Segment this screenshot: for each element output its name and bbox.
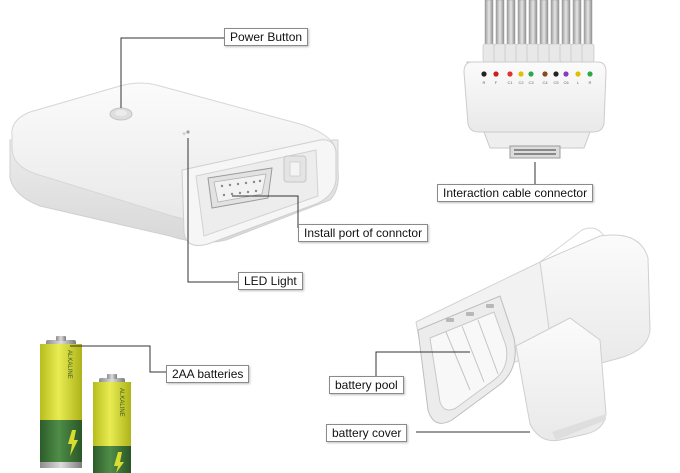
aa-batteries: ALKALINE ALKALINE bbox=[40, 336, 131, 473]
connector-pin-label: C3 bbox=[528, 80, 534, 85]
cable-connector: R F C1 C2 C3 C4 C5 C6 L R bbox=[463, 0, 607, 159]
connector-pin-label: C5 bbox=[553, 80, 559, 85]
svg-text:+: + bbox=[182, 131, 186, 138]
connector-pin-label: C6 bbox=[563, 80, 569, 85]
battery-2: ALKALINE bbox=[93, 374, 131, 473]
connector-pin-label: C4 bbox=[542, 80, 548, 85]
connector-pin-label: R bbox=[589, 80, 592, 85]
callout-install-port: Install port of connctor bbox=[298, 224, 429, 242]
connector-pin-label: F bbox=[495, 80, 498, 85]
callout-led-light: LED Light bbox=[238, 272, 303, 290]
callout-power-button: Power Button bbox=[224, 28, 309, 46]
battery-1: ALKALINE bbox=[40, 336, 82, 468]
callout-battery-cover: battery cover bbox=[326, 424, 408, 442]
connector-pin-label: L bbox=[577, 80, 580, 85]
led-light-icon bbox=[186, 130, 190, 134]
callout-battery-pool: battery pool bbox=[329, 376, 404, 394]
connector-pin-labels: R F C1 C2 C3 C4 C5 C6 L R bbox=[483, 80, 592, 85]
device-back bbox=[415, 227, 651, 442]
callout-batteries: 2AA batteries bbox=[166, 365, 250, 383]
main-device: + bbox=[9, 82, 339, 246]
connector-pin-label: C2 bbox=[518, 80, 524, 85]
connector-pin-label: R bbox=[483, 80, 486, 85]
svg-text:ALKALINE: ALKALINE bbox=[118, 388, 124, 417]
connector-pin-label: C1 bbox=[507, 80, 513, 85]
power-button-icon bbox=[109, 107, 133, 121]
svg-text:ALKALINE: ALKALINE bbox=[66, 350, 72, 379]
callout-cable-connector: Interaction cable connector bbox=[437, 184, 594, 202]
